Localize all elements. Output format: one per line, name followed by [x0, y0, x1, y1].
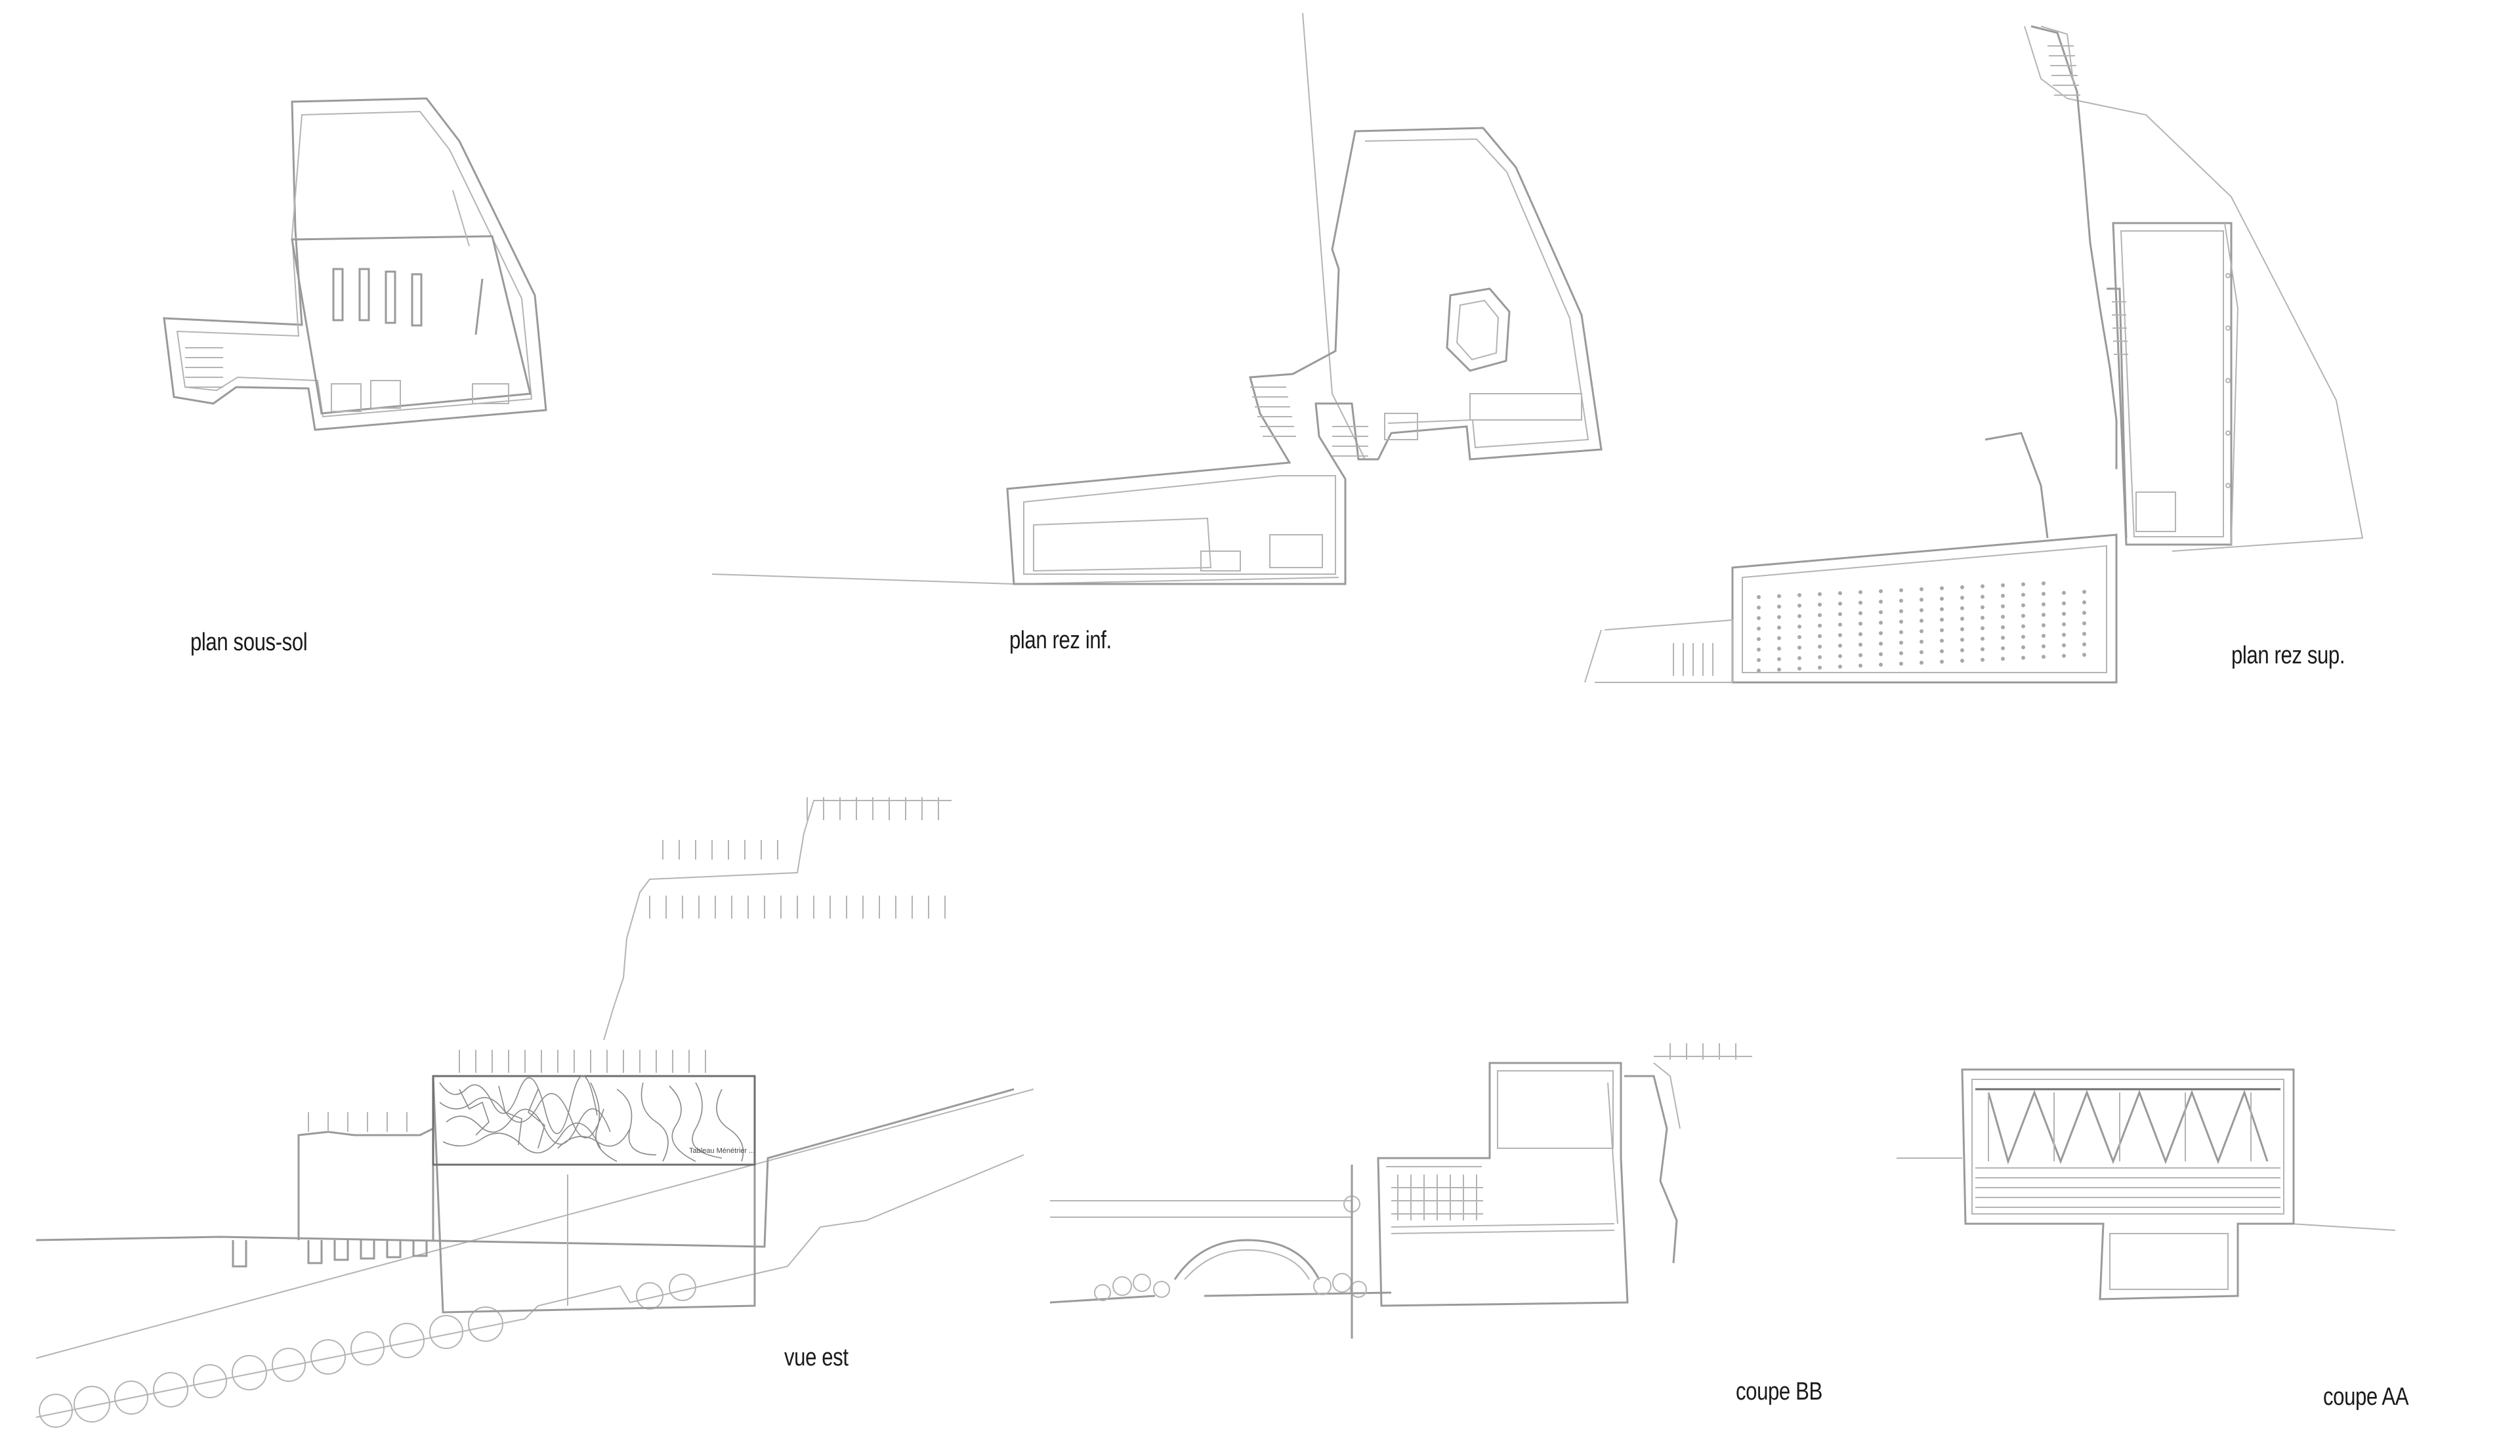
plan-lower-drawing — [711, 12, 1603, 585]
east-view-drawing — [35, 797, 1034, 1428]
plan-basement-label: plan sous-sol — [190, 629, 308, 656]
plan-upper-drawing — [1584, 25, 2364, 684]
section-aa-label: coupe AA — [2323, 1383, 2409, 1411]
plan-lower-label: plan rez inf. — [1009, 627, 1112, 654]
mural-texture — [439, 1075, 744, 1162]
plan-upper-label: plan rez sup. — [2231, 642, 2345, 669]
section-aa-drawing — [1897, 1068, 2396, 1300]
hall-seating-grid — [1757, 581, 2086, 673]
section-bb-label: coupe BB — [1736, 1378, 1822, 1405]
section-bb-drawing — [1049, 1043, 1752, 1339]
mural-inscription: Tableau Ménétrier ... — [689, 1147, 755, 1155]
east-view-label: vue est — [784, 1344, 849, 1371]
plan-basement-drawing — [163, 97, 547, 431]
